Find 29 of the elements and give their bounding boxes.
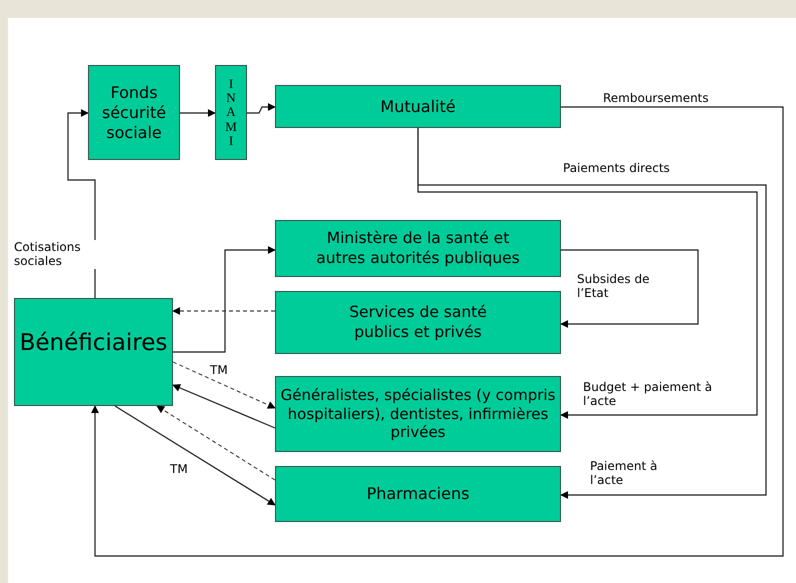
process-box xyxy=(14,298,173,406)
arrow xyxy=(91,106,784,557)
node-label: INAMI xyxy=(224,76,238,148)
flow-label: Paiements directs xyxy=(563,161,670,176)
node-label: Services de santé publics et privés xyxy=(348,303,488,342)
process-box xyxy=(215,65,247,160)
arrow xyxy=(172,362,276,409)
process-box xyxy=(275,466,561,522)
arrow xyxy=(417,128,758,419)
arrow xyxy=(560,249,699,328)
arrow xyxy=(247,103,276,114)
process-box xyxy=(275,291,561,354)
arrow xyxy=(180,109,216,117)
process-box xyxy=(275,376,561,452)
node-label: Pharmaciens xyxy=(366,484,470,504)
edge-label: Remboursements xyxy=(603,91,709,106)
process-box xyxy=(88,65,180,160)
arrow xyxy=(156,406,276,480)
node-label: Généralistes, spécialistes (y compris hospitaliers), dentistes, infirmières privées xyxy=(280,386,556,442)
node-label: Fonds sécurité sociale xyxy=(100,82,168,142)
arrow xyxy=(114,405,276,506)
arrow xyxy=(172,307,276,315)
node-label: Bénéficiaires xyxy=(20,328,168,358)
node-label: Ministère de la santé et autres autorités publiques xyxy=(315,229,521,268)
arrow xyxy=(172,384,276,429)
arrow xyxy=(173,246,276,353)
process-box xyxy=(275,85,561,128)
process-box xyxy=(275,220,561,277)
node-label: Mutualité xyxy=(380,96,456,116)
